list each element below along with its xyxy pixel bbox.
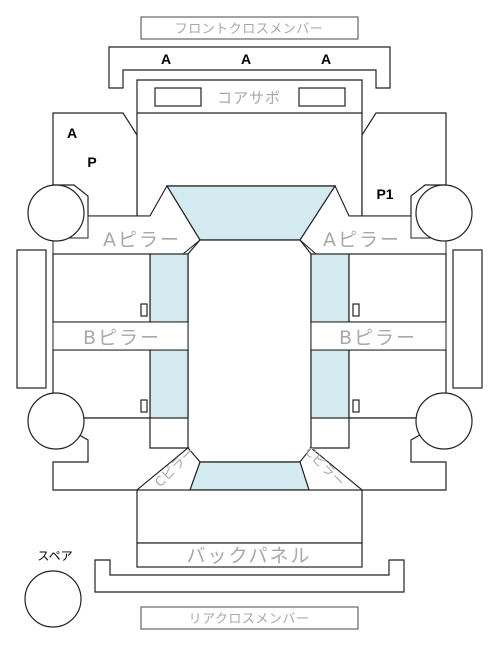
- door-right-front[interactable]: [348, 253, 447, 323]
- headlight-left[interactable]: [154, 87, 202, 107]
- b-pillar-left-label: Bピラー: [83, 327, 161, 349]
- trunk-lid[interactable]: [136, 489, 363, 544]
- door-handle-left-rear: [140, 399, 148, 413]
- back-panel-label: バックパネル: [186, 545, 311, 567]
- spare-tire[interactable]: [24, 570, 82, 628]
- spare-label: スペア: [37, 549, 72, 563]
- wheel-rear-right[interactable]: [415, 392, 473, 450]
- b-pillar-left-area[interactable]: [52, 321, 189, 351]
- core-support-label: コアサポ: [217, 89, 281, 107]
- door-handle-right-rear: [352, 399, 360, 413]
- left-fender-mark-2: P: [87, 154, 96, 170]
- door-handle-right-front: [352, 303, 360, 317]
- front-bumper-mark-1: A: [161, 51, 171, 67]
- b-pillar-right-label: Bピラー: [339, 327, 417, 349]
- rear-bumper[interactable]: [94, 559, 405, 593]
- headlight-right[interactable]: [298, 87, 346, 107]
- back-panel[interactable]: [136, 542, 363, 568]
- right-fender-mark: P1: [376, 186, 393, 202]
- side-window-right-front[interactable]: [310, 253, 350, 323]
- front-cross-member-box: [140, 16, 359, 40]
- a-pillar-right-label: Aピラー: [323, 229, 401, 251]
- side-window-right-rear[interactable]: [310, 349, 350, 419]
- front-bumper-mark-2: A: [241, 51, 251, 67]
- front-bumper-mark-3: A: [321, 51, 331, 67]
- b-pillar-right-area[interactable]: [310, 321, 447, 351]
- front-bumper[interactable]: [108, 46, 391, 89]
- rear-cross-member-box: [140, 606, 359, 630]
- wheel-front-right[interactable]: [415, 184, 473, 242]
- rocker-panel-left[interactable]: [16, 249, 47, 389]
- rear-window[interactable]: [189, 461, 310, 491]
- door-handle-left-front: [140, 303, 148, 317]
- rear-cross-member-label: リアクロスメンバー: [189, 612, 310, 627]
- a-pillar-left-label: Aピラー: [103, 229, 181, 251]
- left-fender-mark-1: A: [67, 125, 77, 141]
- side-window-left-rear[interactable]: [149, 349, 189, 419]
- wheel-front-left[interactable]: [27, 184, 85, 242]
- front-fender-right[interactable]: [361, 112, 447, 217]
- roof[interactable]: [187, 239, 312, 463]
- rocker-panel-right[interactable]: [452, 249, 483, 389]
- side-window-left-front[interactable]: [149, 253, 189, 323]
- wheel-rear-left[interactable]: [27, 392, 85, 450]
- front-cross-member-label: フロントクロスメンバー: [175, 22, 324, 37]
- door-left-front[interactable]: [52, 253, 151, 323]
